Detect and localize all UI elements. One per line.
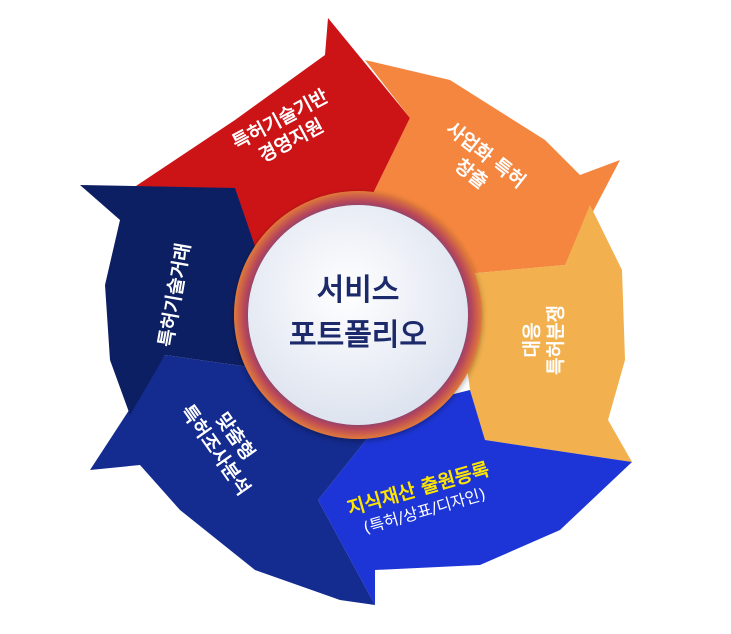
segment-tech-trade (80, 185, 270, 415)
segment-patent-dispute (455, 205, 632, 462)
segment-label-patent-dispute-2: 대응 (521, 323, 543, 358)
center-title-line1: 서비스 (317, 273, 400, 308)
segment-ip-filing (318, 390, 632, 605)
segment-label-patent-dispute-1: 특허분쟁 (545, 305, 567, 375)
center-disc (248, 205, 468, 425)
center-title-line2: 포트폴리오 (289, 318, 427, 353)
